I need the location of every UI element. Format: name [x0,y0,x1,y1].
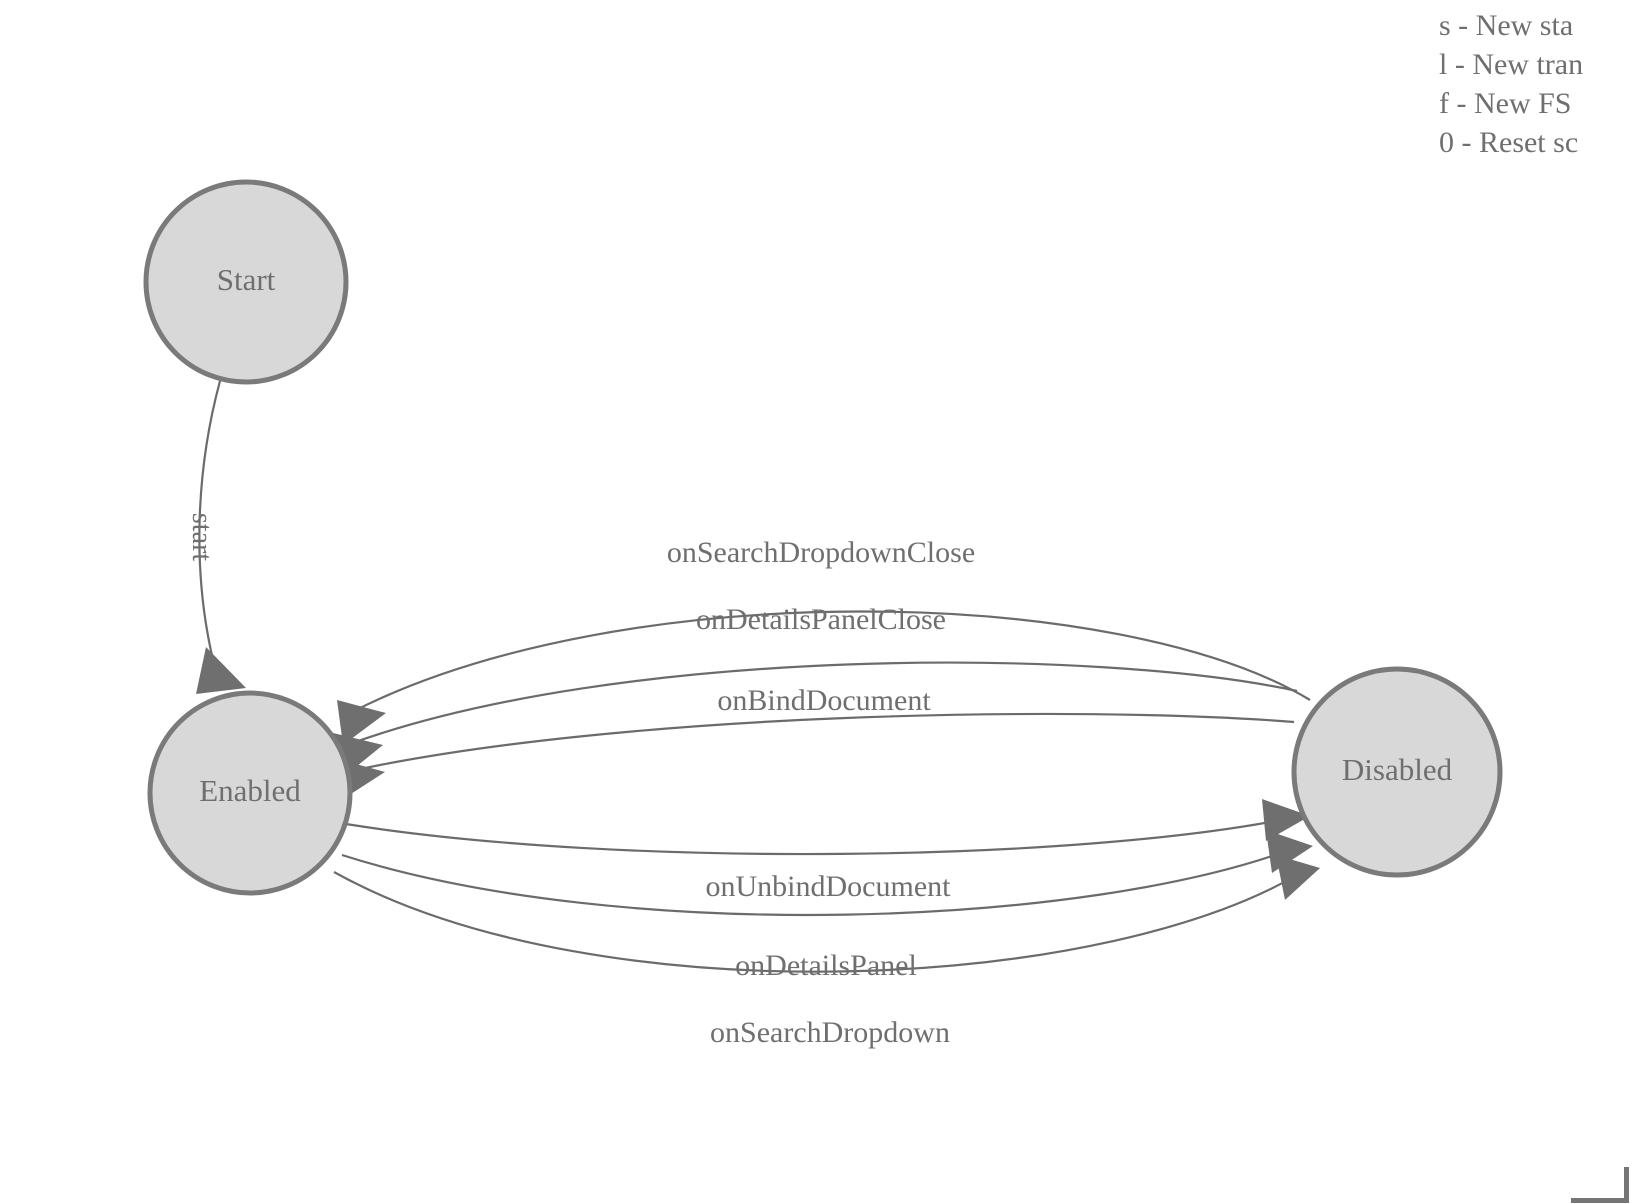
transition-onbinddocument[interactable] [334,712,1295,801]
state-node-disabled-circle[interactable] [1291,666,1503,878]
resize-grip[interactable] [1571,1167,1629,1203]
transition-start[interactable] [196,380,246,694]
transition-ondetailspanel-label: onDetailsPanel [735,949,917,982]
transition-onsearchdropdownclose-path [351,610,1311,713]
state-node-start-circle[interactable] [143,179,349,385]
state-node-enabled[interactable]: Enabled [147,690,353,896]
transition-onbinddocument-label: onBindDocument [717,684,931,717]
state-node-enabled-label: Enabled [199,773,301,808]
transition-start-path [198,380,222,661]
transition-onsearchdropdownclose-label: onSearchDropdownClose [667,536,975,569]
transition-onsearchdropdownclose-arrowhead [337,700,386,745]
state-node-enabled-circle[interactable] [147,690,353,896]
state-node-disabled[interactable]: Disabled [1291,666,1503,878]
transition-ondetailspanelclose-path [346,661,1298,747]
transition-onsearchdropdown-arrowhead [1276,855,1320,900]
help-line-new-transition: l - New tran [1439,48,1584,81]
transition-onunbinddocument-path [345,815,1297,856]
transition-start-arrowhead [196,647,246,694]
resize-grip-vertical-bar [1624,1167,1629,1203]
state-node-start-label: Start [217,262,276,297]
help-line-new-state: s - New sta [1439,9,1574,42]
transition-onsearchdropdown[interactable] [333,855,1320,973]
help-legend: s - New sta l - New tran f - New FS 0 - … [1427,0,1632,162]
transition-onsearchdropdownclose[interactable] [337,610,1311,745]
transition-ondetailspanelclose-label: onDetailsPanelClose [696,603,946,636]
help-line-new-fsm: f - New FS [1439,87,1572,120]
transition-onsearchdropdown-label: onSearchDropdown [710,1016,950,1049]
transition-onunbinddocument-label: onUnbindDocument [706,870,952,903]
transition-ondetailspanel-path [341,844,1301,917]
state-node-disabled-label: Disabled [1342,752,1453,787]
transition-onsearchdropdown-path [333,867,1309,973]
transition-onunbinddocument-arrowhead [1262,799,1310,841]
transition-start-label: start [186,513,217,561]
help-line-reset: 0 - Reset sc [1439,126,1579,159]
state-node-start[interactable]: Start [143,179,349,385]
transition-onunbinddocument[interactable] [345,799,1310,856]
transition-onbinddocument-path [345,712,1295,774]
resize-grip-horizontal-bar [1571,1198,1629,1203]
transition-ondetailspanelclose[interactable] [333,661,1298,779]
